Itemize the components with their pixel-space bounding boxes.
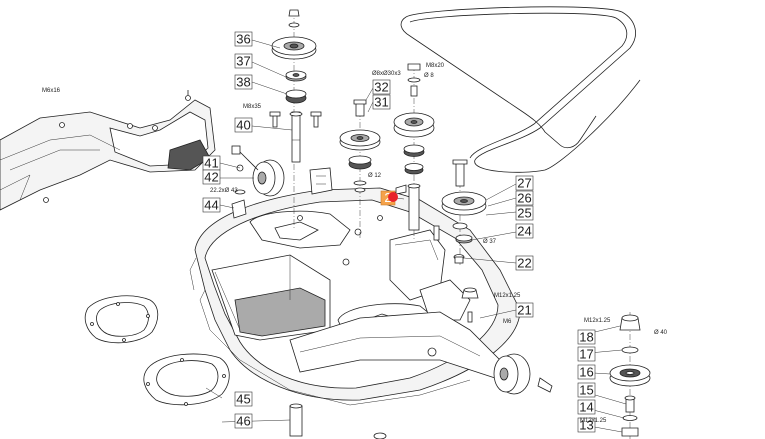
- height-bracket: [309, 167, 333, 195]
- callout-21: 21: [517, 303, 531, 318]
- callout-26: 26: [517, 191, 531, 206]
- callout-41: 41: [204, 156, 218, 171]
- callout-14: 14: [579, 400, 593, 415]
- callout-32: 32: [374, 80, 388, 95]
- callout-18: 18: [579, 330, 593, 345]
- spec-d8x30x3: Ø8xØ30x3: [372, 71, 401, 77]
- left-spindle-stack: [269, 9, 322, 230]
- callout-38: 38: [236, 75, 250, 90]
- callout-25: 25: [517, 206, 531, 221]
- anti-scalp-wheel-right: [493, 353, 553, 395]
- spec-m12x125-b: M12x1.25: [584, 318, 611, 324]
- spec-22x43: 22.2xØ 43: [210, 188, 238, 194]
- spec-m12x125-c: M12x1.25: [580, 418, 607, 424]
- spec-m8x20: M8x20: [426, 63, 445, 69]
- callout-17: 17: [579, 347, 593, 362]
- callout-37: 37: [236, 54, 250, 69]
- callout-15: 15: [579, 383, 593, 398]
- spec-d8: Ø 8: [424, 73, 434, 79]
- spec-m12x125-a: M12x1.25: [494, 293, 521, 299]
- idler-pulley-stack: [441, 159, 487, 265]
- spec-m6: M6: [503, 319, 512, 325]
- gasket-plate-lower: [143, 353, 230, 406]
- callout-46: 46: [236, 414, 250, 429]
- spec-d40: Ø 40: [654, 330, 668, 336]
- callout-36: 36: [236, 32, 250, 47]
- callout-24: 24: [517, 224, 531, 239]
- callout-45: 45: [236, 392, 250, 407]
- flange-nut: [461, 287, 479, 323]
- callout-16: 16: [579, 365, 593, 380]
- lower-spindle-stack: [609, 312, 651, 439]
- spec-d37: Ø 37: [483, 239, 497, 245]
- callout-boxes: 36 37 38 40 41 42 44 32 31 27 26 25 24 2…: [202, 32, 596, 433]
- anti-scalp-wheel-left: [231, 145, 285, 219]
- spacer-post-46: [289, 403, 387, 439]
- callout-27: 27: [517, 176, 531, 191]
- center-spindle-stack: [339, 99, 381, 240]
- callout-40: 40: [236, 118, 250, 133]
- spec-labels: M6x16 M8x35 M8x20 Ø8xØ30x3 Ø 8 Ø 12 Ø 37…: [42, 63, 668, 424]
- spec-m6x16: M6x16: [42, 88, 61, 94]
- callout-22: 22: [517, 256, 531, 271]
- callout-13: 13: [579, 418, 593, 433]
- drive-belt: [400, 6, 641, 173]
- spec-d12: Ø 12: [368, 173, 382, 179]
- callout-42: 42: [204, 170, 218, 185]
- discharge-bracket: [0, 90, 216, 211]
- highlight-marker-dot: [388, 192, 398, 202]
- right-center-spindle-stack: [393, 63, 440, 241]
- callout-44: 44: [204, 198, 218, 213]
- highlighted-callout-label: 2: [384, 190, 391, 205]
- gasket-plate-upper: [84, 295, 159, 344]
- callout-31: 31: [374, 95, 388, 110]
- mower-deck: [189, 187, 521, 406]
- spec-m8x35: M8x35: [243, 104, 262, 110]
